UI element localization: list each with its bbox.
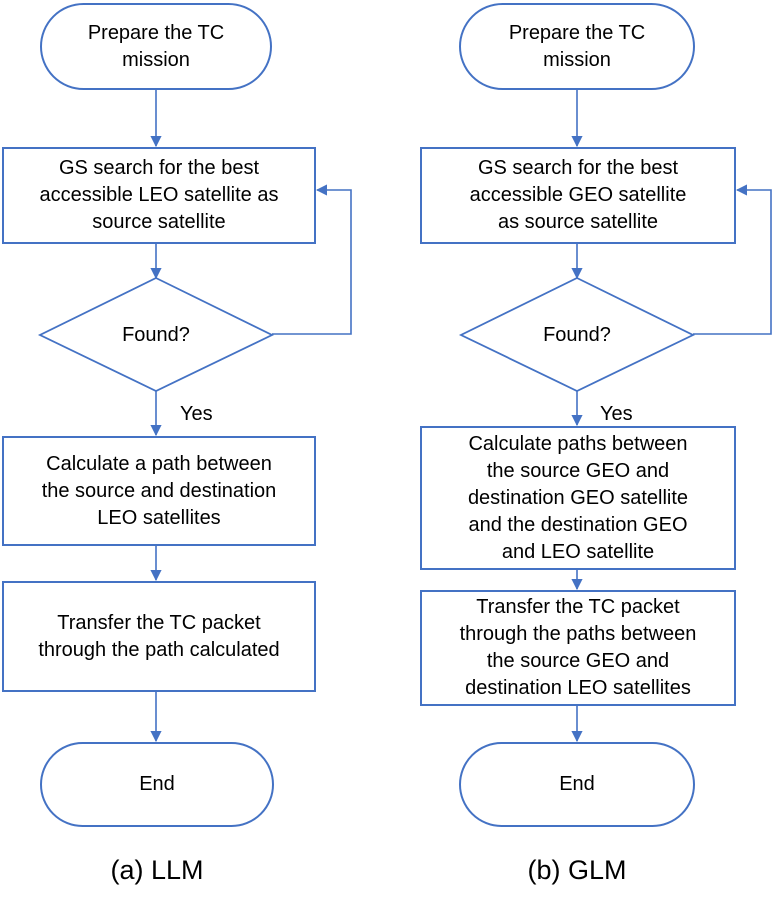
- glm-start-text: Prepare the TC mission: [508, 21, 646, 71]
- glm-start-terminal: Prepare the TC mission: [459, 3, 695, 90]
- glm-search-process: GS search for the best accessible GEO sa…: [420, 147, 736, 244]
- llm-search-process: GS search for the best accessible LEO sa…: [2, 147, 316, 244]
- llm-decision-diamond: [37, 276, 275, 392]
- llm-transfer-process: Transfer the TC packet through the path …: [2, 581, 316, 692]
- glm-decision-label: Found?: [543, 324, 611, 346]
- glm-transfer-text: Transfer the TC packet through the paths…: [459, 596, 697, 699]
- llm-loop-arrow-no: [272, 184, 352, 335]
- llm-search-text: GS search for the best accessible LEO sa…: [39, 157, 279, 233]
- llm-start-text: Prepare the TC mission: [87, 21, 225, 71]
- llm-decision-label: Found?: [122, 324, 190, 346]
- glm-yes-label: Yes: [600, 403, 633, 425]
- glm-search-text: GS search for the best accessible GEO sa…: [469, 157, 687, 233]
- glm-transfer-process: Transfer the TC packet through the paths…: [420, 590, 736, 706]
- glm-calculate-text: Calculate paths between the source GEO a…: [467, 432, 689, 563]
- llm-transfer-text: Transfer the TC packet through the path …: [38, 611, 280, 661]
- glm-caption: (b) GLM: [527, 855, 627, 885]
- glm-decision-diamond: [458, 276, 696, 392]
- llm-yes-label: Yes: [180, 403, 213, 425]
- llm-end-terminal: End: [40, 742, 274, 827]
- glm-calculate-process: Calculate paths between the source GEO a…: [420, 426, 736, 570]
- llm-start-terminal: Prepare the TC mission: [40, 3, 272, 90]
- glm-end-terminal: End: [459, 742, 695, 827]
- llm-calculate-process: Calculate a path between the source and …: [2, 436, 316, 546]
- glm-end-text: End: [559, 773, 595, 795]
- llm-calculate-text: Calculate a path between the source and …: [41, 452, 277, 529]
- glm-loop-arrow-no: [693, 184, 772, 335]
- llm-end-text: End: [139, 773, 175, 795]
- llm-caption: (a) LLM: [110, 855, 204, 885]
